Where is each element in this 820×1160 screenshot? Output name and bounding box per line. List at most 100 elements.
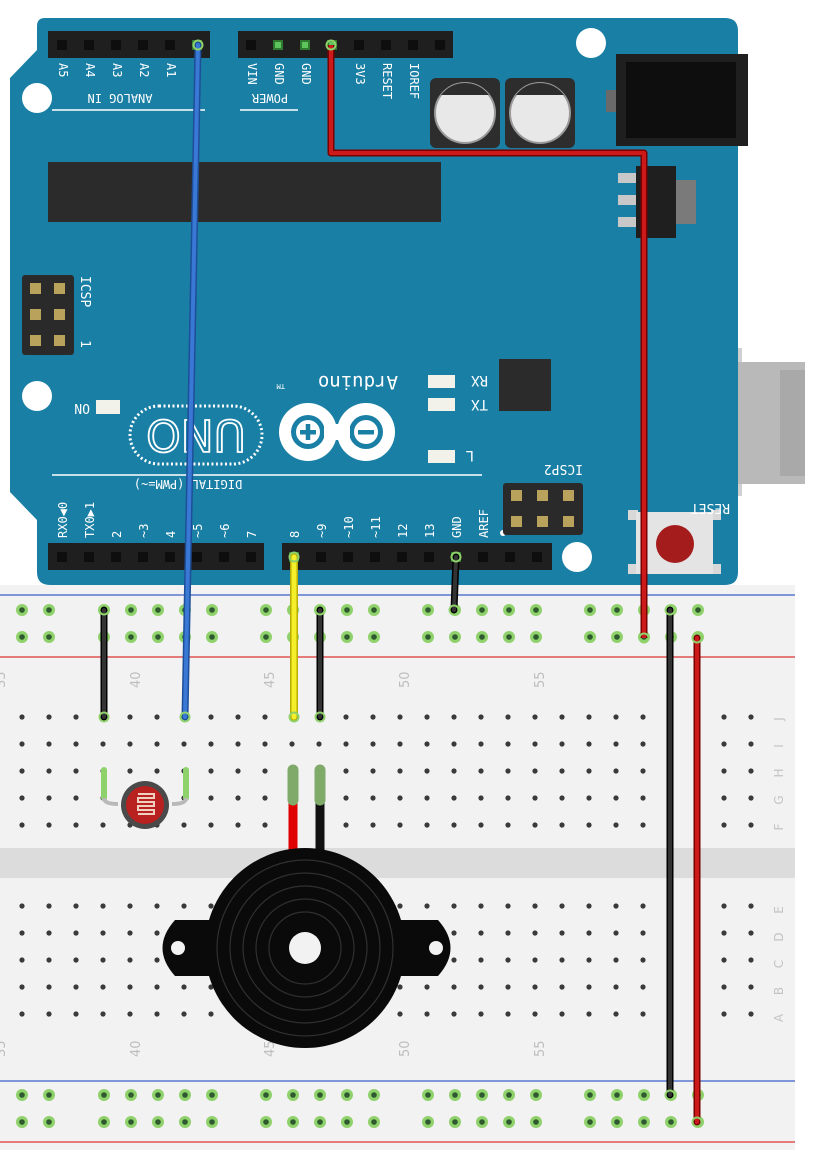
breadboard-hole[interactable] — [397, 741, 403, 747]
breadboard-hole[interactable] — [397, 822, 403, 828]
breadboard-hole[interactable] — [451, 984, 457, 990]
breadboard-hole[interactable] — [424, 768, 430, 774]
breadboard-hole[interactable] — [478, 741, 484, 747]
reset-button[interactable]: RESET — [628, 500, 730, 574]
breadboard-hole[interactable] — [397, 768, 403, 774]
breadboard-hole[interactable] — [19, 768, 25, 774]
breadboard-hole[interactable] — [424, 795, 430, 801]
header-pin[interactable] — [246, 552, 256, 562]
breadboard-hole[interactable] — [397, 795, 403, 801]
breadboard-hole[interactable] — [451, 930, 457, 936]
breadboard-hole[interactable] — [19, 822, 25, 828]
breadboard-hole[interactable] — [748, 930, 754, 936]
breadboard-hole[interactable] — [451, 741, 457, 747]
wire-a0-blue[interactable] — [183, 43, 200, 719]
header-pin[interactable] — [138, 40, 148, 50]
breadboard-hole[interactable] — [154, 984, 160, 990]
breadboard-hole[interactable] — [505, 1011, 511, 1017]
breadboard-hole[interactable] — [208, 903, 214, 909]
breadboard-hole[interactable] — [478, 768, 484, 774]
breadboard-hole[interactable] — [397, 714, 403, 720]
breadboard-hole[interactable] — [208, 984, 214, 990]
breadboard-hole[interactable] — [748, 903, 754, 909]
breadboard-hole[interactable] — [721, 741, 727, 747]
breadboard-hole[interactable] — [46, 768, 52, 774]
breadboard-hole[interactable] — [397, 984, 403, 990]
breadboard-hole[interactable] — [343, 741, 349, 747]
breadboard-hole[interactable] — [100, 903, 106, 909]
breadboard-hole[interactable] — [127, 714, 133, 720]
header-pin[interactable] — [343, 552, 353, 562]
breadboard-hole[interactable] — [451, 903, 457, 909]
breadboard-hole[interactable] — [559, 1011, 565, 1017]
breadboard-hole[interactable] — [451, 957, 457, 963]
breadboard-hole[interactable] — [721, 1011, 727, 1017]
breadboard-hole[interactable] — [154, 930, 160, 936]
breadboard-hole[interactable] — [586, 741, 592, 747]
breadboard-hole[interactable] — [181, 903, 187, 909]
breadboard-hole[interactable] — [640, 768, 646, 774]
breadboard-hole[interactable] — [505, 741, 511, 747]
breadboard-hole[interactable] — [613, 822, 619, 828]
breadboard-hole[interactable] — [235, 741, 241, 747]
breadboard-hole[interactable] — [127, 984, 133, 990]
breadboard-hole[interactable] — [262, 822, 268, 828]
breadboard-hole[interactable] — [532, 741, 538, 747]
breadboard-hole[interactable] — [613, 957, 619, 963]
header-pin[interactable] — [57, 40, 67, 50]
header-pin[interactable] — [354, 40, 364, 50]
breadboard-hole[interactable] — [181, 741, 187, 747]
breadboard-hole[interactable] — [424, 822, 430, 828]
breadboard-hole[interactable] — [721, 930, 727, 936]
breadboard-hole[interactable] — [397, 1011, 403, 1017]
breadboard-hole[interactable] — [586, 903, 592, 909]
breadboard-hole[interactable] — [262, 741, 268, 747]
breadboard-hole[interactable] — [73, 768, 79, 774]
breadboard-hole[interactable] — [19, 1011, 25, 1017]
header-pin[interactable] — [505, 552, 515, 562]
breadboard-hole[interactable] — [343, 795, 349, 801]
wire-5v-red[interactable] — [329, 45, 646, 638]
breadboard-hole[interactable] — [208, 768, 214, 774]
breadboard-hole[interactable] — [100, 1011, 106, 1017]
breadboard-hole[interactable] — [289, 741, 295, 747]
breadboard-hole[interactable] — [208, 822, 214, 828]
breadboard-hole[interactable] — [343, 768, 349, 774]
breadboard-hole[interactable] — [370, 768, 376, 774]
breadboard-hole[interactable] — [424, 741, 430, 747]
breadboard-hole[interactable] — [127, 957, 133, 963]
breadboard-hole[interactable] — [370, 795, 376, 801]
breadboard-hole[interactable] — [127, 1011, 133, 1017]
header-pin[interactable] — [316, 552, 326, 562]
breadboard-hole[interactable] — [100, 957, 106, 963]
breadboard-hole[interactable] — [613, 930, 619, 936]
breadboard-hole[interactable] — [478, 822, 484, 828]
breadboard-hole[interactable] — [532, 795, 538, 801]
breadboard-hole[interactable] — [532, 930, 538, 936]
breadboard-hole[interactable] — [235, 795, 241, 801]
breadboard-hole[interactable] — [154, 903, 160, 909]
breadboard-hole[interactable] — [640, 741, 646, 747]
breadboard-hole[interactable] — [640, 930, 646, 936]
breadboard-hole[interactable] — [613, 768, 619, 774]
breadboard-hole[interactable] — [46, 1011, 52, 1017]
breadboard-hole[interactable] — [397, 903, 403, 909]
breadboard-hole[interactable] — [208, 795, 214, 801]
breadboard-hole[interactable] — [46, 795, 52, 801]
breadboard-hole[interactable] — [181, 822, 187, 828]
breadboard-hole[interactable] — [640, 1011, 646, 1017]
breadboard-hole[interactable] — [127, 930, 133, 936]
breadboard-hole[interactable] — [640, 903, 646, 909]
breadboard-hole[interactable] — [613, 903, 619, 909]
breadboard-hole[interactable] — [748, 1011, 754, 1017]
breadboard-hole[interactable] — [613, 1011, 619, 1017]
breadboard-hole[interactable] — [748, 741, 754, 747]
breadboard-hole[interactable] — [154, 714, 160, 720]
header-pin[interactable] — [424, 552, 434, 562]
breadboard-hole[interactable] — [505, 984, 511, 990]
breadboard-hole[interactable] — [235, 822, 241, 828]
breadboard-hole[interactable] — [73, 930, 79, 936]
breadboard-hole[interactable] — [73, 714, 79, 720]
breadboard-hole[interactable] — [478, 903, 484, 909]
header-pin[interactable] — [381, 40, 391, 50]
